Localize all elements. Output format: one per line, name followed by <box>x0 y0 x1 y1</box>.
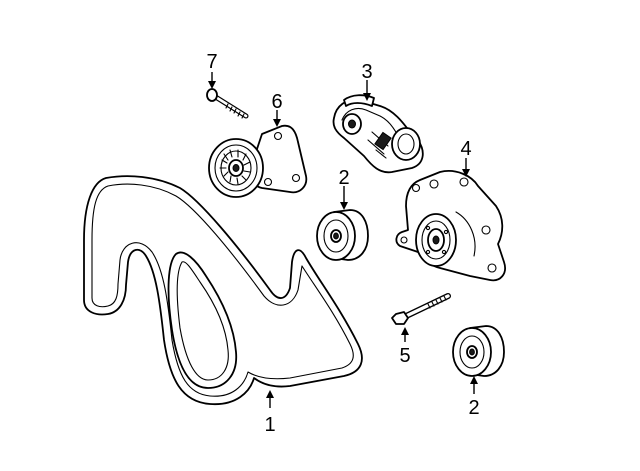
water-pump-4[interactable] <box>395 170 506 282</box>
idler-pulley-bracket-6[interactable] <box>208 124 308 198</box>
bolt-7[interactable] <box>206 88 249 119</box>
belt-tensioner-3[interactable] <box>332 94 424 174</box>
callout-1: 1 <box>264 390 276 436</box>
bolt-5[interactable] <box>391 293 451 325</box>
idler-pulley-2-upper[interactable] <box>316 209 369 261</box>
callout-label: 1 <box>264 414 275 436</box>
callout-2-lower: 2 <box>468 376 480 419</box>
callout-label: 2 <box>468 397 479 419</box>
callout-label: 7 <box>206 51 217 73</box>
callout-3: 3 <box>361 61 373 101</box>
callout-label: 2 <box>338 167 349 189</box>
idler-pulley-2-lower[interactable] <box>452 325 505 377</box>
callout-label: 5 <box>399 345 410 367</box>
callout-5: 5 <box>399 327 411 367</box>
callout-label: 4 <box>460 138 471 160</box>
callout-6: 6 <box>271 91 283 127</box>
serpentine-belt[interactable] <box>83 175 363 405</box>
callout-4: 4 <box>460 138 472 177</box>
callout-2-upper: 2 <box>338 167 350 210</box>
callout-7: 7 <box>206 51 218 89</box>
callout-label: 3 <box>361 61 372 83</box>
callout-label: 6 <box>271 91 282 113</box>
